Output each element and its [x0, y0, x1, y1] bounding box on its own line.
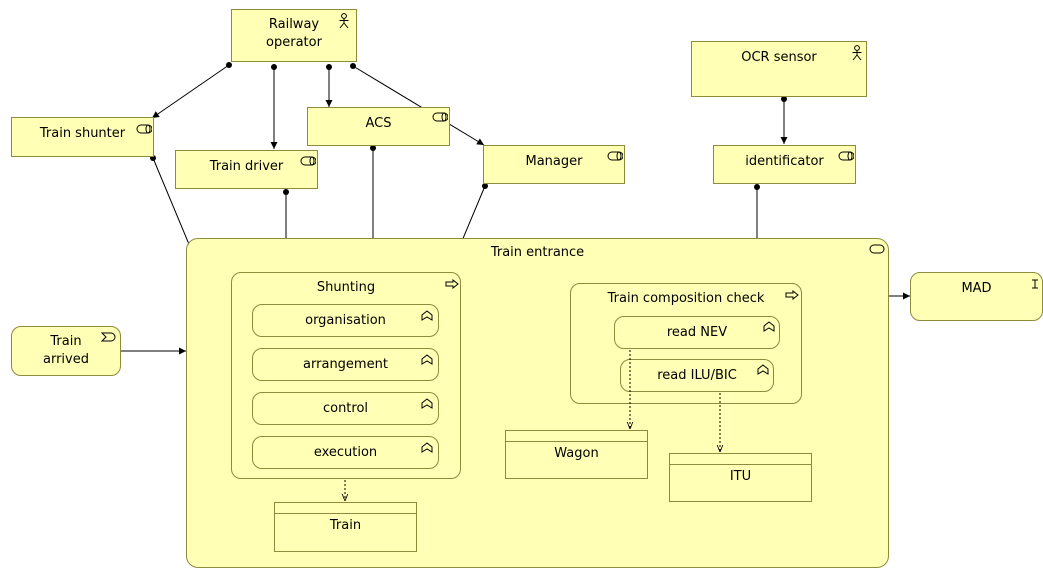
train-object-header	[275, 513, 416, 514]
itu-object[interactable]: ITU	[669, 453, 812, 502]
read-nev-function[interactable]: read NEV	[614, 316, 780, 349]
itu-label: ITU	[729, 469, 752, 484]
link-operator-manager	[352, 65, 485, 146]
read-nev-label: read NEV	[666, 325, 728, 340]
train-shunter-label: Train shunter	[39, 126, 126, 141]
process-icon	[445, 279, 459, 289]
wagon-object-header	[506, 441, 647, 442]
process-icon	[785, 290, 799, 300]
event-icon	[101, 332, 116, 342]
arrangement-label: arrangement	[303, 357, 388, 372]
arrangement-function[interactable]: arrangement	[252, 348, 439, 381]
itu-object-header	[670, 464, 811, 465]
train-shunter-role[interactable]: Train shunter	[11, 117, 154, 157]
identificator-role[interactable]: identificator	[713, 145, 856, 184]
ocr-sensor-label: OCR sensor	[741, 50, 817, 65]
ocr-sensor-actor[interactable]: OCR sensor	[691, 41, 867, 97]
execution-function[interactable]: execution	[252, 436, 439, 469]
function-icon	[757, 364, 769, 375]
train-entrance-label: Train entrance	[490, 245, 585, 260]
railway-operator-label: Railway operator	[266, 17, 322, 50]
wagon-object[interactable]: Wagon	[505, 430, 648, 479]
role-icon	[136, 124, 152, 134]
shunting-label: Shunting	[316, 280, 376, 295]
manager-label: Manager	[525, 154, 583, 169]
mad-interface[interactable]: MAD	[910, 272, 1043, 321]
role-icon	[300, 156, 316, 166]
execution-label: execution	[313, 445, 378, 460]
link-operator-shunter	[151, 64, 230, 119]
service-icon	[869, 244, 885, 254]
function-icon	[421, 354, 433, 365]
read-ilu-bic-function[interactable]: read ILU/BIC	[620, 359, 774, 392]
acs-role[interactable]: ACS	[307, 107, 450, 146]
train-arrived-event[interactable]: Train arrived	[11, 326, 121, 376]
train-object[interactable]: Train	[274, 502, 417, 552]
railway-operator-actor[interactable]: Railway operator	[231, 9, 357, 62]
manager-role[interactable]: Manager	[483, 145, 625, 184]
interface-icon	[1032, 279, 1038, 289]
role-icon	[607, 151, 623, 161]
role-icon	[432, 112, 448, 122]
actor-icon	[339, 13, 349, 29]
function-icon	[421, 310, 433, 321]
train-label: Train	[329, 518, 362, 533]
read-ilu-bic-label: read ILU/BIC	[657, 368, 737, 383]
function-icon	[421, 442, 433, 453]
mad-label: MAD	[961, 281, 992, 296]
train-driver-role[interactable]: Train driver	[175, 150, 318, 189]
train-arrived-label: Train arrived	[43, 334, 89, 367]
control-function[interactable]: control	[252, 392, 439, 425]
function-icon	[421, 398, 433, 409]
role-icon	[838, 151, 854, 161]
acs-label: ACS	[365, 116, 392, 131]
function-icon	[763, 321, 775, 332]
wagon-label: Wagon	[554, 446, 599, 461]
organisation-label: organisation	[305, 313, 386, 328]
actor-icon	[852, 45, 862, 61]
train-composition-check-label: Train composition check	[607, 291, 765, 306]
control-label: control	[322, 401, 369, 416]
identificator-label: identificator	[745, 154, 824, 169]
train-driver-label: Train driver	[209, 159, 284, 174]
organisation-function[interactable]: organisation	[252, 304, 439, 337]
